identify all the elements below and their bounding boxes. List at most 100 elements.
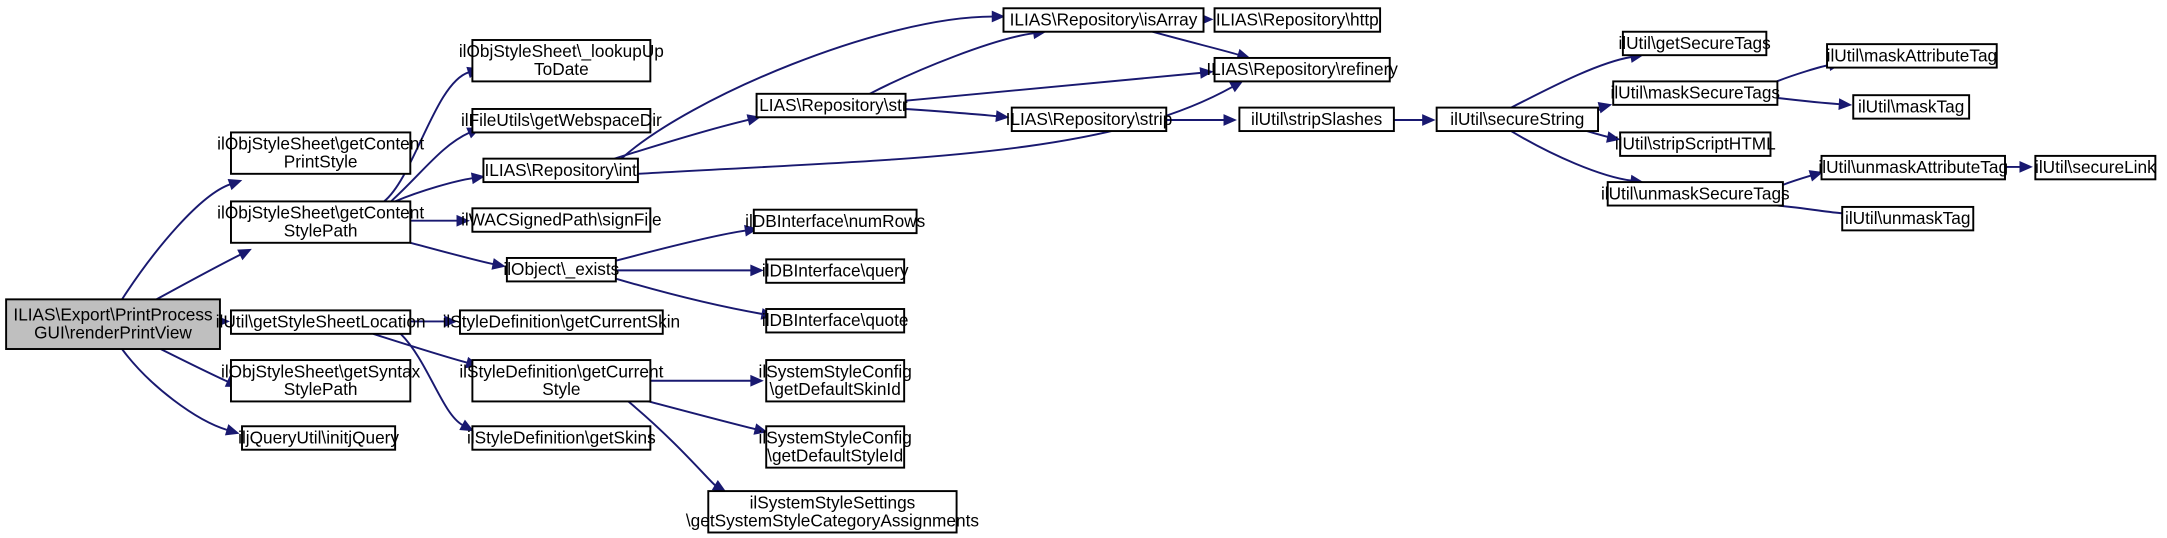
edge-secstr-to-stripsh <box>1586 130 1621 143</box>
edge-arrowhead <box>1597 101 1613 114</box>
node-label: ilUtil\secureString <box>1450 109 1584 129</box>
edge-rstr-to-rstrip <box>905 108 1010 122</box>
edge-arrowhead <box>995 110 1010 122</box>
node-box <box>471 39 652 83</box>
node-label: ilSystemStyleConfig <box>759 361 912 381</box>
node-box <box>1826 43 1998 69</box>
node-label: ilDBInterface\numRows <box>745 211 925 231</box>
node-strips[interactable]: ilUtil\stripSlashes <box>1238 106 1395 133</box>
edge-line <box>620 15 993 160</box>
node-rstr[interactable]: ILIAS\Repository\str <box>754 92 908 119</box>
node-box <box>505 256 617 283</box>
node-secstr[interactable]: ilUtil\secureString <box>1435 106 1600 133</box>
node-seclink[interactable]: ilUtil\secureLink <box>2034 154 2157 181</box>
node-stripsh[interactable]: ilUtil\stripScriptHTML <box>1615 131 1776 157</box>
edge-arrowhead <box>237 248 252 261</box>
node-rint[interactable]: ILIAS\Repository\int <box>482 157 639 184</box>
edge-line <box>1777 96 1840 106</box>
edge-line <box>614 118 749 160</box>
node-gssl[interactable]: ilUtil\getStyleSheetLocation <box>216 309 426 335</box>
node-box <box>1852 94 1971 120</box>
edge-line <box>1772 64 1831 84</box>
edge-arrowhead <box>2019 161 2033 173</box>
node-box <box>230 309 412 335</box>
node-ijq[interactable]: iljQueryUtil\initjQuery <box>238 425 399 451</box>
edge-strips-to-secstr <box>1393 114 1436 126</box>
node-unmaskattr[interactable]: ilUtil\unmaskAttributeTag <box>1818 154 2008 181</box>
node-label: Style <box>542 379 580 399</box>
node-getsec[interactable]: ilUtil\getSecureTags <box>1618 30 1771 57</box>
node-label: ilUtil\maskTag <box>1858 96 1964 116</box>
edge-line <box>905 108 997 118</box>
node-label: ilObjStyleSheet\getContent <box>217 134 424 154</box>
node-gcskin[interactable]: ilStyleDefinition\getCurrentSkin <box>443 309 681 335</box>
edge-rint-to-risarr <box>620 10 1006 160</box>
edge-rstrip-to-strips <box>1166 114 1237 126</box>
edge-arrowhead <box>491 258 506 270</box>
node-label: ilWACSignedPath\signFile <box>461 210 662 230</box>
node-maskattr[interactable]: ilUtil\maskAttributeTag <box>1826 43 1998 69</box>
node-rref[interactable]: ILIAS\Repository\refinery <box>1206 56 1398 83</box>
node-wac[interactable]: ilWACSignedPath\signFile <box>461 207 662 233</box>
node-rstrip[interactable]: ILIAS\Repository\strip <box>1006 106 1173 133</box>
node-box <box>765 308 906 334</box>
node-unmasktag[interactable]: ilUtil\unmaskTag <box>1841 205 1975 232</box>
edge-gcsp-to-exists <box>410 241 506 270</box>
node-masksec[interactable]: ilUtil\maskSecureTags <box>1611 80 1781 106</box>
node-unmasksec[interactable]: ilUtil\unmaskSecureTags <box>1601 181 1790 207</box>
edge-arrowhead <box>711 480 727 492</box>
node-label: ILIAS\Repository\http <box>1216 10 1379 30</box>
node-label: ILIAS\Repository\refinery <box>1206 59 1398 79</box>
node-root[interactable]: ILIAS\Export\PrintProcessGUI\renderPrint… <box>5 298 221 350</box>
node-label: ILIAS\Repository\str <box>754 95 908 115</box>
edge-arrowhead <box>750 264 764 277</box>
edge-gssl-to-gcskin <box>410 315 458 328</box>
edge-unmaskattr-to-seclink <box>2004 161 2033 173</box>
node-gdskin[interactable]: ilSystemStyleConfig\getDefaultSkinId <box>759 359 912 403</box>
edge-arrowhead <box>444 315 458 328</box>
node-box <box>1841 205 1975 232</box>
node-masktag[interactable]: ilUtil\maskTag <box>1852 94 1971 120</box>
edge-line <box>869 32 1035 95</box>
node-gwd[interactable]: ilFileUtils\getWebspaceDir <box>461 108 662 134</box>
node-label: StylePath <box>284 379 358 399</box>
node-exists[interactable]: ilObject\_exists <box>503 256 619 283</box>
edge-arrowhead <box>456 214 470 227</box>
node-query[interactable]: ilDBInterface\query <box>762 258 909 284</box>
edge-arrowhead <box>470 172 486 185</box>
node-label: iljQueryUtil\initjQuery <box>238 428 399 448</box>
edge-line <box>156 253 241 301</box>
node-label: PrintStyle <box>284 152 358 172</box>
node-label: ilFileUtils\getWebspaceDir <box>461 110 662 130</box>
node-box <box>471 425 652 451</box>
node-label: ilObject\_exists <box>503 259 619 279</box>
node-quote[interactable]: ilDBInterface\quote <box>762 308 909 334</box>
node-box <box>1621 30 1768 57</box>
edge-arrowhead <box>1606 131 1621 143</box>
edge-arrowhead <box>1199 67 1214 79</box>
edge-line <box>1777 204 1843 215</box>
node-risarr[interactable]: ILIAS\Repository\isArray <box>1002 7 1205 33</box>
node-label: ilUtil\unmaskAttributeTag <box>1818 157 2008 177</box>
node-label: ilUtil\maskAttributeTag <box>1827 45 1997 65</box>
node-rhttp[interactable]: ILIAS\Repository\http <box>1213 7 1382 33</box>
node-label: ILIAS\Repository\int <box>485 160 638 180</box>
node-gskins[interactable]: ilStyleDefinition\getSkins <box>467 425 656 451</box>
node-gdstyle[interactable]: ilSystemStyleConfig\getDefaultStyleId <box>759 425 912 469</box>
edge-line <box>121 348 228 431</box>
nodes-layer: ILIAS\Export\PrintProcessGUI\renderPrint… <box>5 7 2157 534</box>
edge-line <box>1152 30 1239 56</box>
node-label: GUI\renderPrintView <box>34 323 192 343</box>
node-box <box>230 131 412 175</box>
node-numrows[interactable]: ilDBInterface\numRows <box>745 208 925 235</box>
node-box <box>2034 154 2157 181</box>
edge-line <box>643 399 756 431</box>
node-gssca[interactable]: ilSystemStyleSettings\getSystemStyleCate… <box>686 490 979 534</box>
node-box <box>1010 106 1168 133</box>
edge-root-to-gcsp <box>156 248 252 301</box>
